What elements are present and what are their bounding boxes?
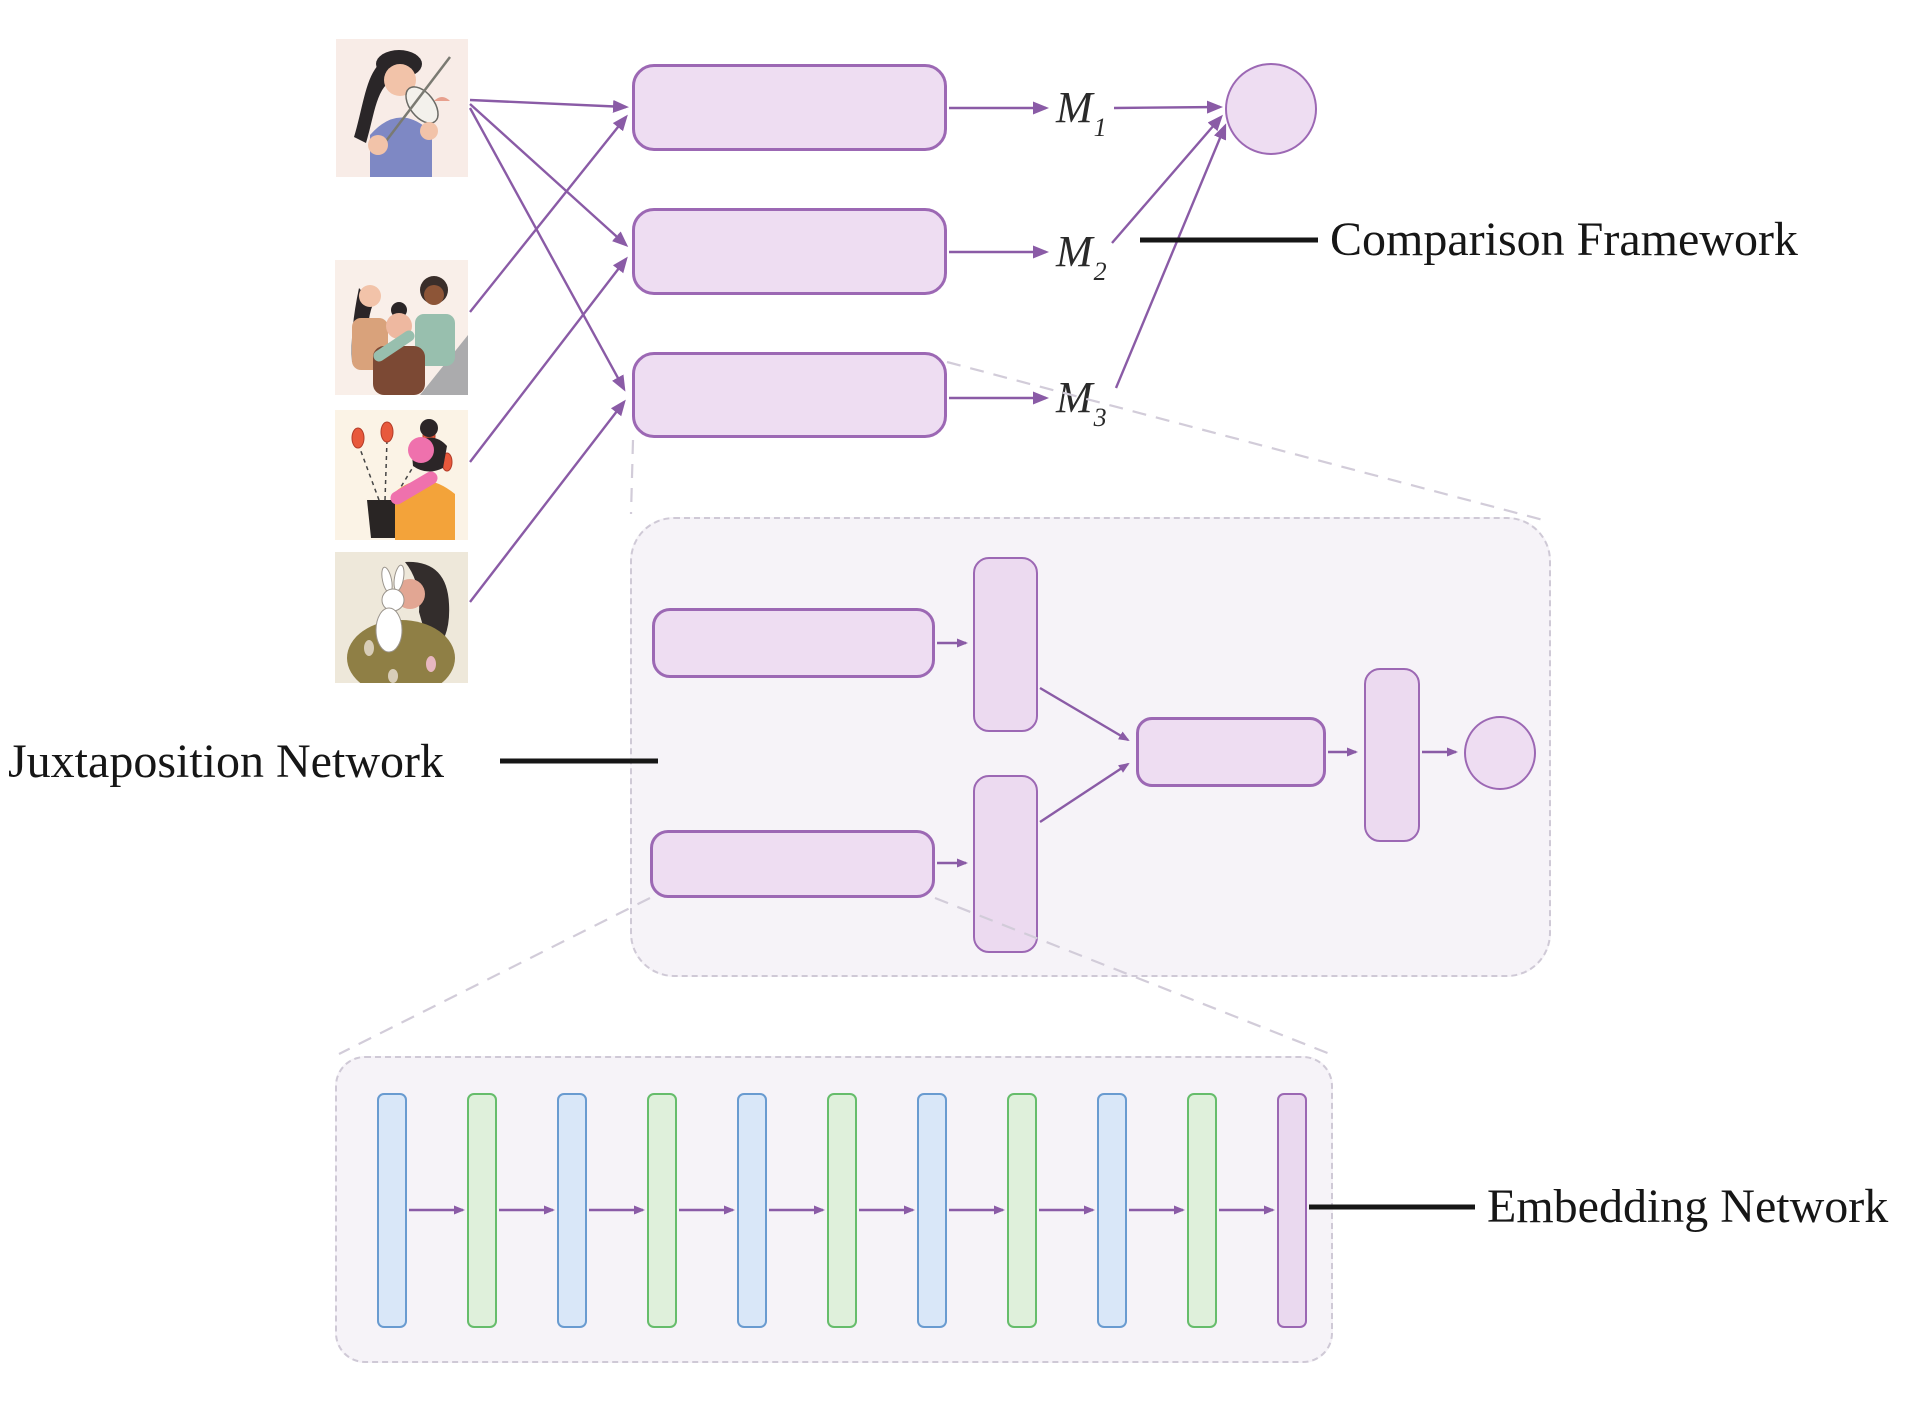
stem (358, 445, 380, 501)
hair-bun (420, 419, 438, 437)
arrow-m1-circle (1113, 100, 1223, 114)
input-image-three-women (335, 260, 468, 395)
juxtaposition-network-label: Juxtaposition Network (8, 735, 444, 788)
lens-b-to-embed-left (338, 897, 651, 1055)
fusion-block (1136, 717, 1326, 787)
arrow-m2-circle (1111, 114, 1223, 244)
input-image-flower-woman (335, 410, 468, 540)
feature-vector-bottom (973, 775, 1038, 953)
sweater-spot (388, 669, 398, 683)
juxtaposition-network-box-1 (632, 64, 947, 151)
embedding-layer-bar-6-green (827, 1093, 857, 1328)
image-to-box-arrows (468, 98, 629, 603)
sweater-center (373, 346, 425, 395)
embedding-layer-bar-2-green (467, 1093, 497, 1328)
sweater-spot (426, 656, 436, 672)
metric-subscript: 1 (1093, 113, 1107, 142)
metric-subscript: 2 (1093, 257, 1107, 286)
embedding-branch-top (652, 608, 935, 678)
embedding-layer-bar-3-blue (557, 1093, 587, 1328)
arm (373, 330, 415, 362)
shirt (370, 117, 432, 177)
embedding-layer-bar-4-green (647, 1093, 677, 1328)
metric-label-m3: M3 (1056, 376, 1107, 431)
flower (380, 421, 394, 443)
embedding-layer-bar-9-blue (1097, 1093, 1127, 1328)
embedding-network-label: Embedding Network (1487, 1180, 1889, 1233)
output-vector (1364, 668, 1420, 842)
arrow-img4-box3 (469, 399, 626, 603)
arrow-img1-box3 (468, 107, 626, 392)
face (384, 64, 416, 96)
juxtaposition-network-box-3 (632, 352, 947, 438)
flower-pot (367, 500, 401, 538)
face-left (359, 285, 381, 307)
embedding-layer-bar-1-blue (377, 1093, 407, 1328)
arm (390, 471, 438, 505)
cloud (434, 97, 450, 101)
arrow-m3-circle (1114, 123, 1227, 389)
face (408, 437, 434, 463)
embedding-layer-bar-10-green (1187, 1093, 1217, 1328)
metric-base: M (1056, 83, 1093, 132)
violin (405, 86, 439, 124)
metric-label-m1: M1 (1056, 86, 1107, 141)
input-image-rabbit-woman (335, 552, 468, 683)
juxtaposition-output-node (1464, 716, 1536, 790)
arrow-img3-box2 (469, 256, 628, 463)
lens-box3-to-jux-right (946, 360, 1548, 523)
hand (420, 122, 438, 140)
metric-base: M (1056, 373, 1093, 422)
metric-label-m2: M2 (1056, 230, 1107, 285)
flower (351, 427, 365, 449)
embedding-layer-bar-7-blue (917, 1093, 947, 1328)
metric-base: M (1056, 227, 1093, 276)
embedding-branch-bottom (650, 830, 935, 898)
arrow-img2-box1 (469, 114, 628, 313)
comparison-framework-node (1225, 63, 1317, 155)
comparison-framework-label: Comparison Framework (1330, 213, 1798, 266)
rabbit (375, 564, 405, 653)
embedding-layer-bar-5-blue (737, 1093, 767, 1328)
lens-box3-to-jux-left (629, 439, 635, 515)
stem (384, 439, 388, 501)
embedding-layer-bar-11-purple (1277, 1093, 1307, 1328)
arrow-img1-box1 (469, 98, 629, 113)
juxtaposition-network-box-2 (632, 208, 947, 295)
shirt-right (415, 314, 455, 366)
sweater-spot (364, 640, 374, 656)
face-right (424, 285, 444, 305)
feature-vector-top (973, 557, 1038, 732)
hand (368, 135, 388, 155)
violin-bow (379, 56, 451, 150)
metric-subscript: 3 (1093, 403, 1107, 432)
arrow-img1-box2 (469, 103, 629, 248)
embedding-layer-bar-8-green (1007, 1093, 1037, 1328)
input-image-violinist (336, 39, 468, 177)
